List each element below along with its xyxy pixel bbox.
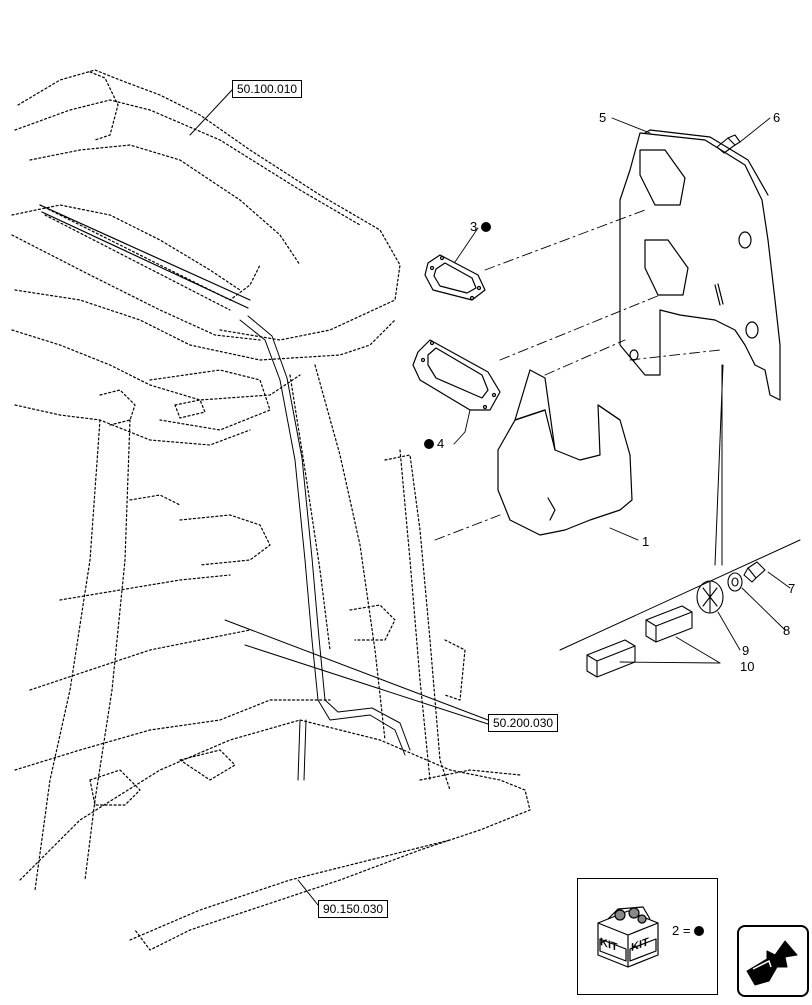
part-1-bracket — [497, 369, 633, 536]
reference-leaders — [189, 89, 489, 906]
filled-circle-icon — [424, 439, 434, 449]
callout-4: 4 — [437, 436, 445, 451]
next-page-button[interactable] — [737, 925, 809, 997]
part-4-gasket — [412, 339, 501, 411]
part-7-screw — [743, 561, 766, 583]
callout-1: 1 — [642, 534, 650, 549]
callout-10: 10 — [740, 659, 755, 674]
kit-box-icon — [597, 906, 659, 968]
callout-3-group: 3 — [470, 219, 492, 234]
kit-legend-text: 2 = — [672, 923, 705, 938]
callout-6: 6 — [773, 110, 781, 125]
callout-4-group: 4 — [424, 437, 444, 451]
reference-label-middle[interactable]: 50.200.030 — [488, 714, 559, 732]
callout-3: 3 — [470, 219, 478, 234]
roof-rail — [39, 204, 251, 309]
callout-5: 5 — [599, 110, 607, 125]
reference-label-top[interactable]: 50.100.010 — [232, 80, 303, 98]
kit-legend-frame: KIT KIT 2 = — [577, 878, 718, 995]
part-9-disc — [696, 580, 724, 614]
callout-9: 9 — [742, 643, 750, 658]
callout-8: 8 — [783, 623, 791, 638]
hydraulic-hose — [239, 315, 411, 781]
filled-circle-icon — [481, 222, 492, 232]
part-6-bolt — [716, 134, 741, 154]
callout-7: 7 — [788, 581, 796, 596]
tractor-frame-outline — [11, 69, 531, 951]
callout-leaders — [453, 117, 791, 664]
detail-breakout — [559, 364, 801, 651]
part-10-pads — [586, 605, 693, 678]
kit-equation: 2 = — [672, 923, 691, 938]
filled-circle-icon — [694, 925, 705, 936]
part-3-gasket — [424, 254, 486, 301]
assembly-projection-lines — [434, 209, 721, 541]
next-page-arrow-icon — [746, 940, 798, 986]
part-5-plate — [619, 129, 781, 401]
reference-label-bottom[interactable]: 90.150.030 — [318, 900, 389, 918]
part-8-washer — [727, 572, 743, 592]
